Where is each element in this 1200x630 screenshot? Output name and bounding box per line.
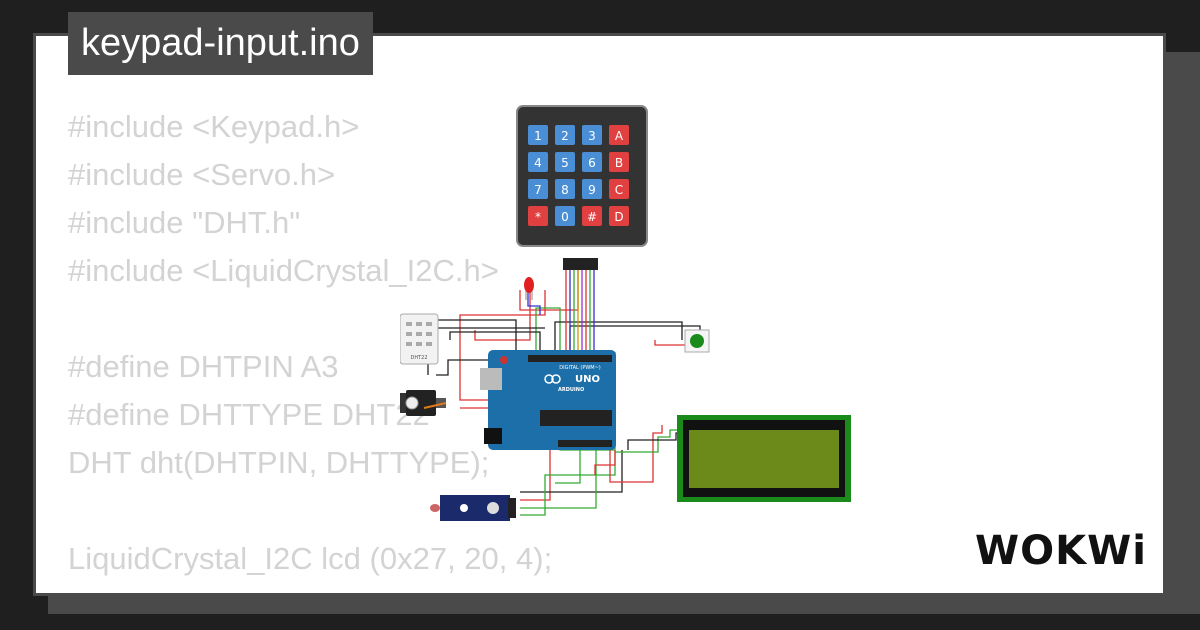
analog-header [558,440,612,447]
lcd-screen [689,430,839,488]
code-line: #include <LiquidCrystal_I2C.h> [68,253,499,288]
wire [654,340,685,346]
keypad-key [609,206,629,226]
keypad-key [528,125,548,145]
keypad-key [528,152,548,172]
dht22-sensor: DHT22 [400,313,439,365]
keypad-key-label: 8 [561,183,569,197]
ldr-sensor [430,504,440,512]
keypad-key-label: 2 [561,129,569,143]
servo-body [406,390,436,416]
ldr-module [430,495,516,521]
digital-header [528,355,612,362]
logo-text: WOKWi [975,528,1147,574]
logo-ring [551,374,561,384]
keypad-key-label: * [535,210,541,224]
code-snippet: #include <Keypad.h> #include <Servo.h> #… [68,103,552,583]
circuit-diagram: 1 2 3 A 4 5 6 B 7 8 9 C * 0 # D DHT22 [400,105,851,521]
keypad-key [582,125,602,145]
keypad-key-label: # [587,210,597,224]
keypad-key-label: 5 [561,156,569,170]
keypad-key-label: 6 [588,156,596,170]
keypad-key-label: 0 [561,210,569,224]
servo-connector [436,398,446,408]
board-brand: ARDUINO [558,387,584,393]
ldr-mount-hole [460,504,468,512]
code-line: DHT dht(DHTPIN, DHTTYPE); [68,445,490,480]
wire [449,331,541,355]
keypad-key-label: A [615,129,624,143]
dht-vent [426,342,432,346]
keypad: 1 2 3 A 4 5 6 B 7 8 9 C * 0 # D [516,105,648,270]
usb-port [480,368,502,390]
arduino-uno-board: DIGITAL (PWM~) UNO ARDUINO [480,350,616,450]
wire [527,290,541,315]
dht-vent [426,332,432,336]
atmega-chip [540,410,612,426]
ldr-potentiometer [487,502,499,514]
code-line: #define DHTPIN A3 [68,349,339,384]
dht-vent [416,342,422,346]
dht-vent [406,322,412,326]
keypad-key-label: 1 [534,129,542,143]
button-cap [690,334,704,348]
dht-vent [406,332,412,336]
code-line: #define DHTTYPE DHT22 [68,397,430,432]
wire [594,450,616,475]
keypad-key-label: C [615,183,623,197]
keypad-key [609,125,629,145]
keypad-key [555,125,575,145]
keypad-key [528,179,548,199]
keypad-key-label: D [614,210,623,224]
ldr-pins [508,498,516,518]
reset-button [500,356,508,364]
dht-grille [406,322,432,346]
wire [627,432,683,450]
keypad-key-label: 7 [534,183,542,197]
keypad-ribbon [565,270,595,355]
file-name-tab: keypad-input.ino [68,12,373,75]
keypad-connector [563,258,598,270]
servo-motor [400,390,447,416]
servo-wire [423,402,447,409]
dht-vent [406,342,412,346]
keypad-key [528,206,548,226]
keypad-key [555,179,575,199]
keypad-key [582,206,602,226]
wire [520,450,623,493]
dht-vent [416,332,422,336]
code-line: LiquidCrystal_I2C lcd (0x27, 20, 4); [68,541,553,576]
dht-vent [426,322,432,326]
push-button [684,329,710,353]
logo-ring [544,374,554,384]
led-bulb [524,277,534,293]
code-line: #include <Servo.h> [68,157,336,192]
wokwi-logo: WOKWi [975,527,1150,575]
keypad-key [582,179,602,199]
keypad-key-label: 4 [534,156,542,170]
keypad-key [555,152,575,172]
servo-horn [405,396,419,410]
keypad-key-label: 3 [588,129,596,143]
code-line: #include "DHT.h" [68,205,301,240]
wire [520,450,597,509]
keypad-key [609,152,629,172]
lcd-display [677,415,851,502]
board-model: UNO [575,374,600,385]
keypad-key [609,179,629,199]
keypad-key-label: B [615,156,623,170]
dht-label: DHT22 [410,355,427,361]
keypad-key [582,152,602,172]
wire [554,321,683,355]
code-line: #include <Keypad.h> [68,109,360,144]
dht-body [400,313,439,365]
ldr-board [440,495,510,521]
dht-vent [416,322,422,326]
led [524,277,534,300]
power-jack [484,428,502,444]
wire [615,429,683,453]
keypad-key [555,206,575,226]
keypad-key-label: 9 [588,183,596,197]
digital-label: DIGITAL (PWM~) [559,365,601,371]
